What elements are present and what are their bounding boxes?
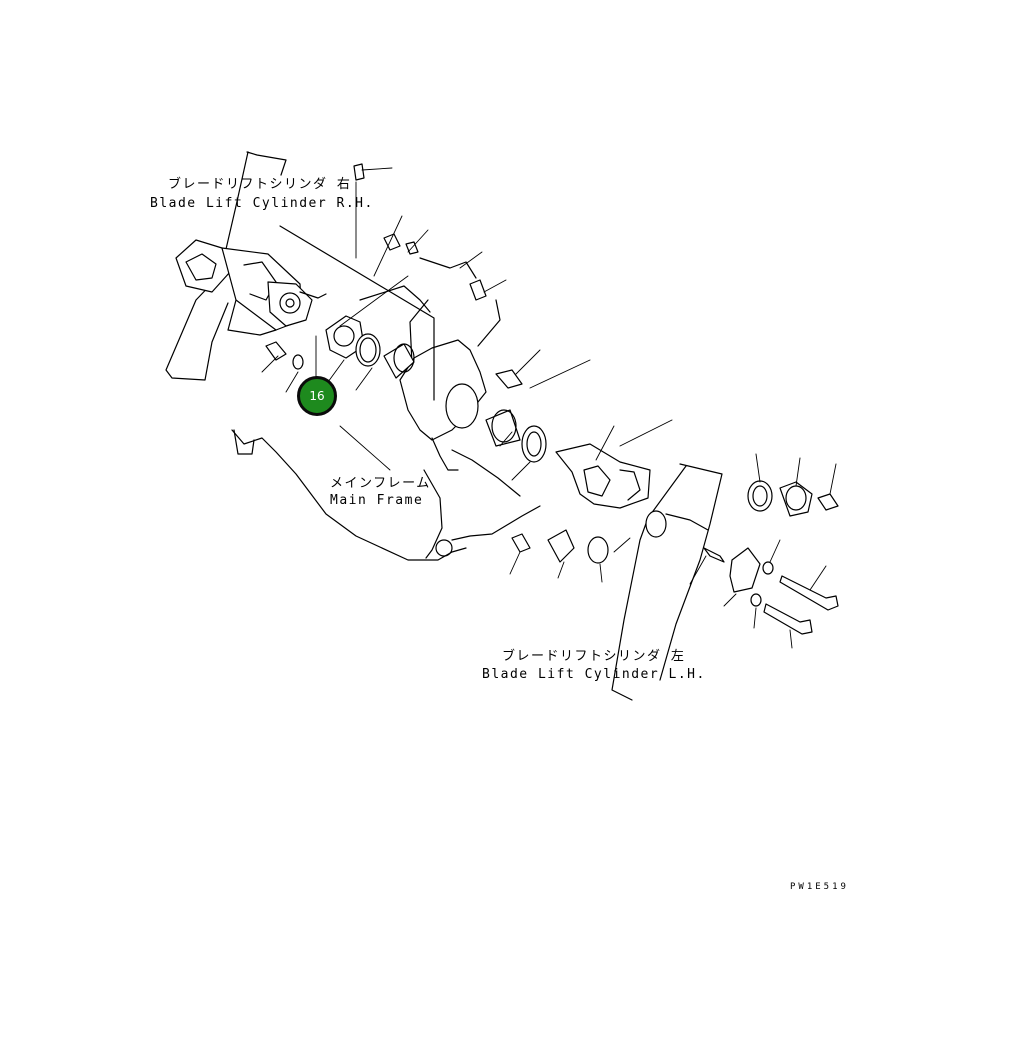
blade-lift-cylinder-rh [165, 151, 327, 381]
label-cylinder-lh-jp: ブレードリフトシリンダ 左 [502, 649, 686, 664]
blade-lift-cylinder-lh [511, 443, 839, 701]
main-frame [231, 225, 541, 561]
leader-lines [261, 167, 837, 649]
drawing-code: PW1E519 [790, 882, 849, 892]
label-cylinder-lh-en: Blade Lift Cylinder L.H. [482, 667, 706, 682]
callout-16[interactable]: 16 [297, 376, 337, 416]
label-cylinder-rh-en: Blade Lift Cylinder R.H. [150, 196, 374, 211]
frame-parts [265, 163, 547, 463]
label-main-frame-en: Main Frame [330, 493, 424, 508]
label-cylinder-rh-jp: ブレードリフトシリンダ 右 [168, 177, 352, 192]
label-main-frame-jp: メインフレーム [330, 476, 431, 491]
